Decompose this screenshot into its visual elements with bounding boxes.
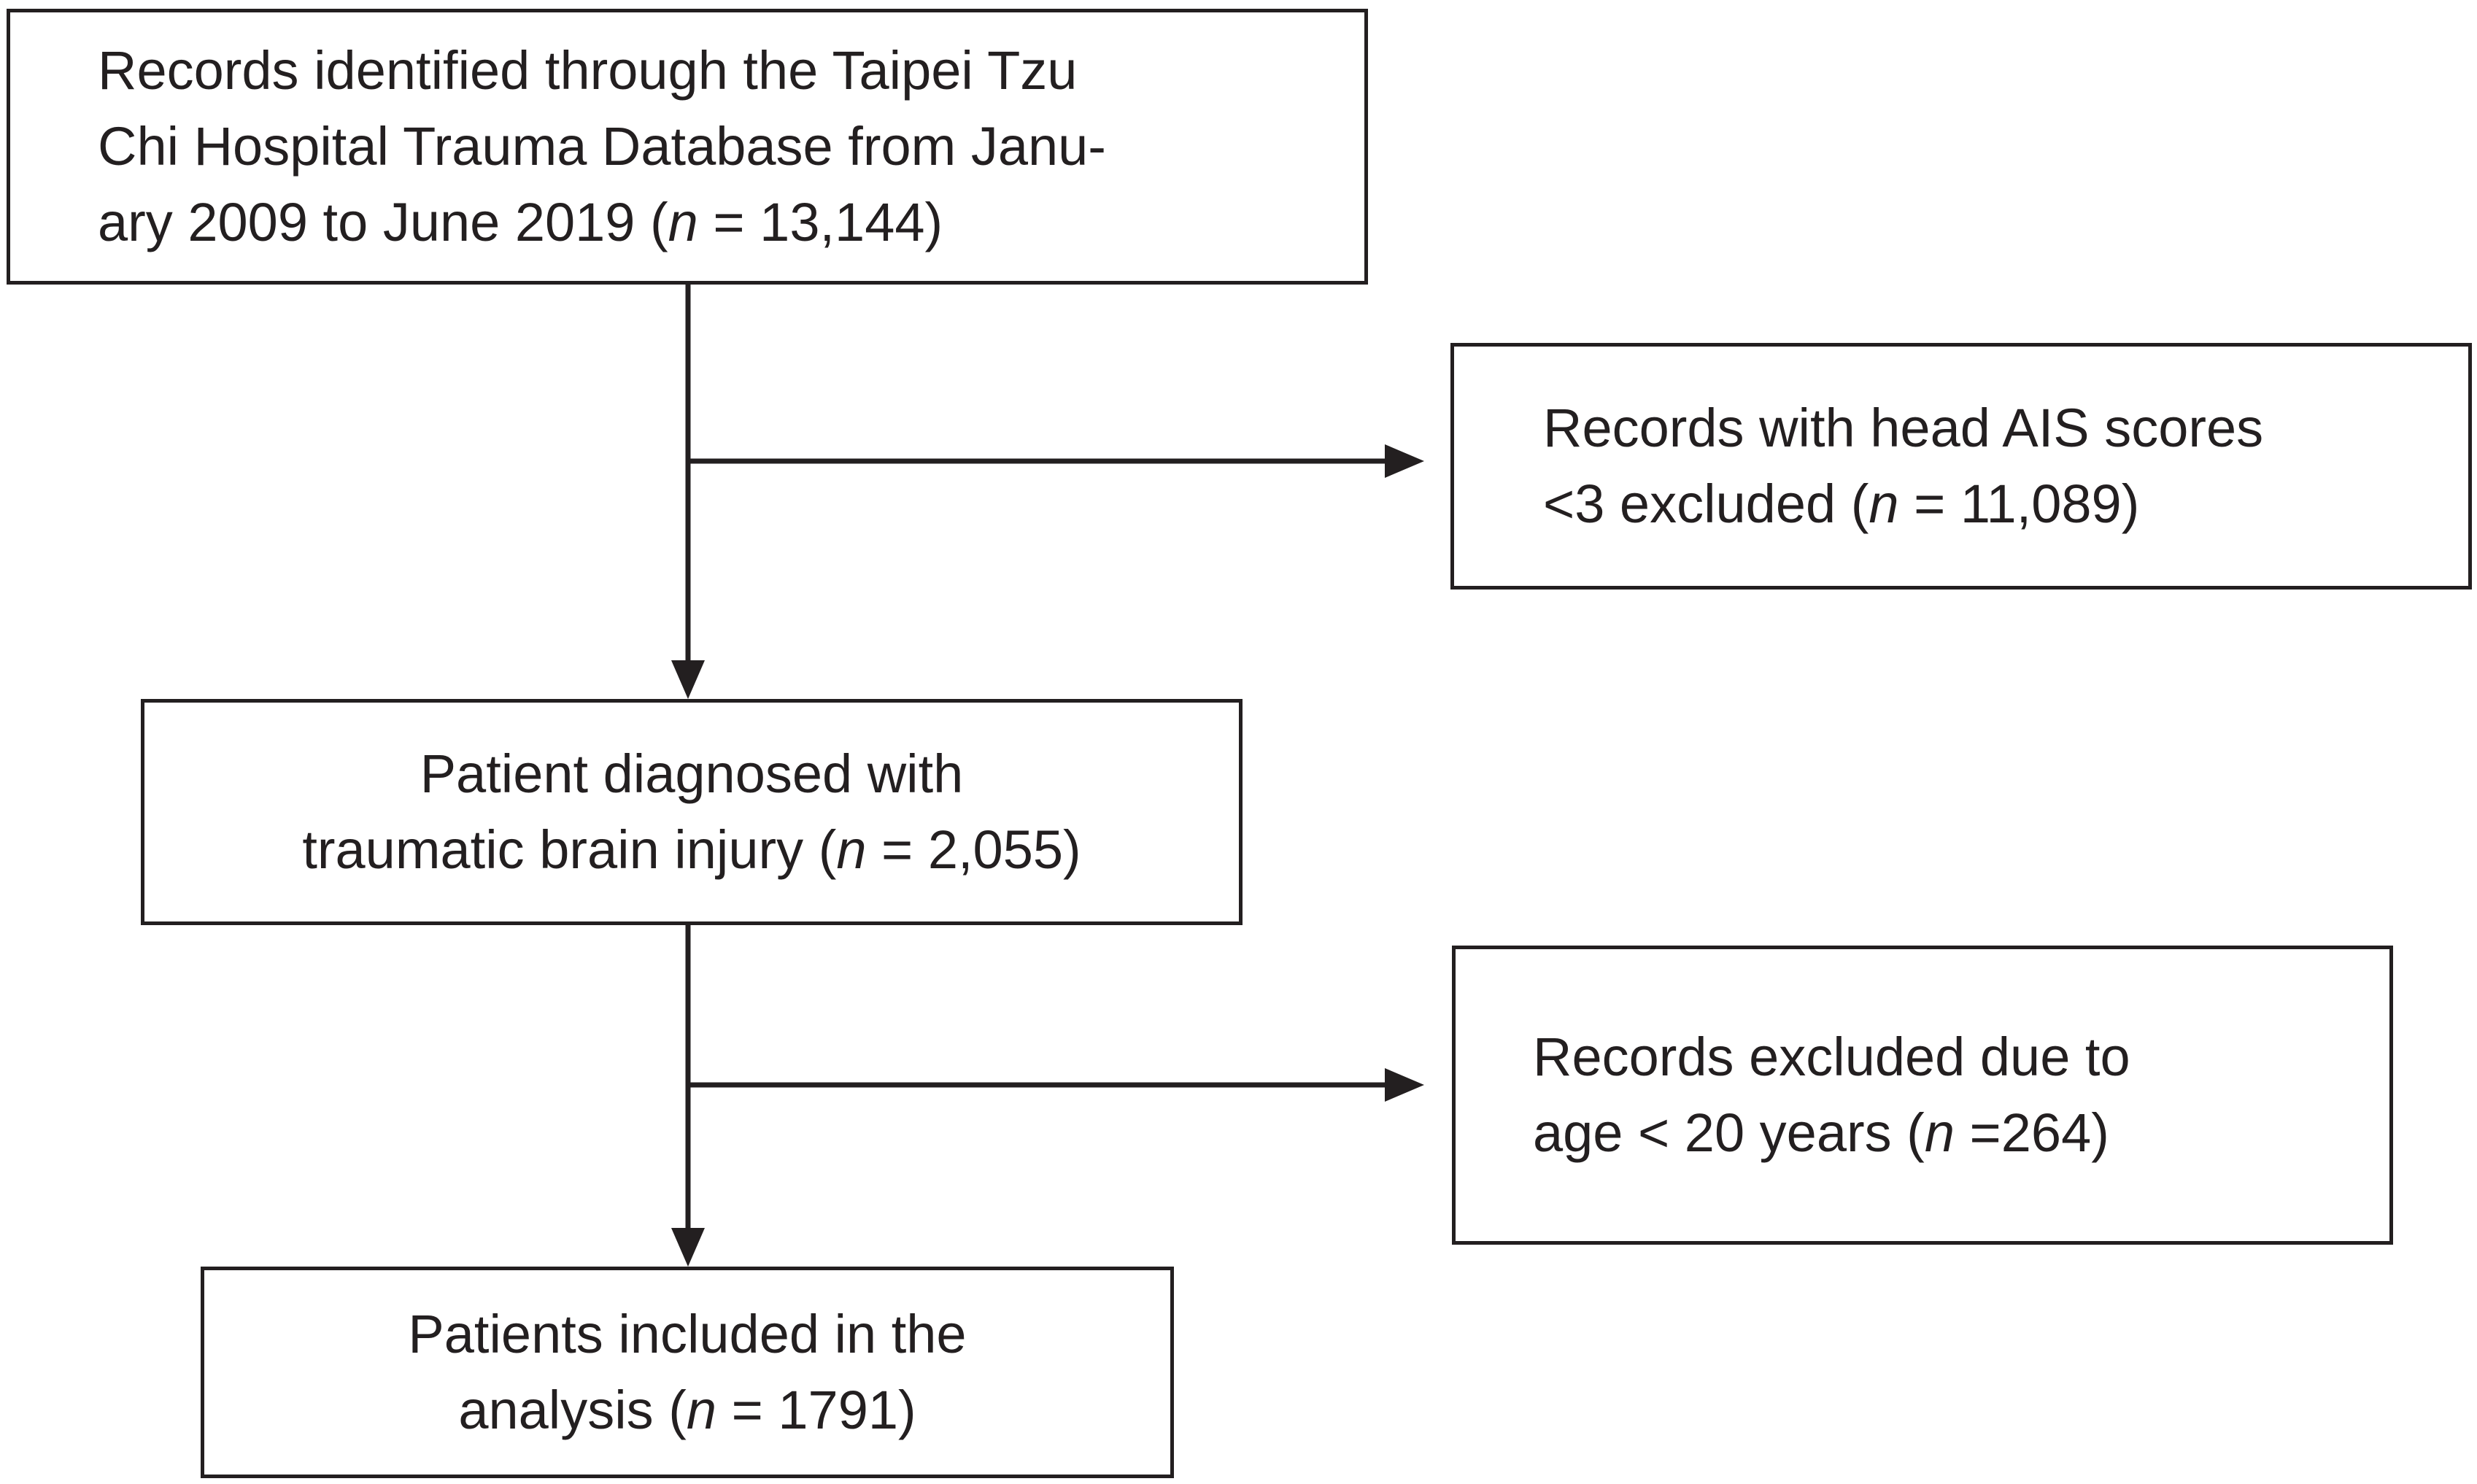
box-excluded-ais: Records with head AIS scores <3 excluded…	[1450, 343, 2472, 590]
box-included-line-1: Patients included in the	[408, 1304, 967, 1364]
box-excluded-age-count: =264)	[1954, 1102, 2109, 1163]
arrowhead-to-included	[671, 1228, 705, 1267]
box-excluded-age-line-2-text: age < 20 years (	[1533, 1102, 1925, 1163]
n-symbol: n	[668, 192, 698, 252]
box-tbi-line-1: Patient diagnosed with	[420, 743, 964, 804]
box-excluded-ais-line-1: Records with head AIS scores	[1543, 398, 2264, 458]
box-records-identified-count: = 13,144)	[697, 192, 943, 252]
box-records-identified-line-2: Chi Hospital Trauma Database from Janu-	[98, 116, 1106, 177]
box-records-identified-line-3-text: ary 2009 to June 2019 (	[98, 192, 668, 252]
box-excluded-age-line-2: age < 20 years (n =264)	[1533, 1095, 2109, 1171]
box-records-identified-line-3: ary 2009 to June 2019 (n = 13,144)	[98, 185, 943, 260]
box-tbi: Patient diagnosed with traumatic brain i…	[141, 699, 1243, 925]
box-included-line-2: analysis (n = 1791)	[458, 1372, 916, 1448]
arrowhead-to-excluded-age	[1385, 1068, 1424, 1102]
box-tbi-line-2: traumatic brain injury (n = 2,055)	[302, 812, 1081, 888]
n-symbol: n	[1924, 1102, 1955, 1163]
box-records-identified-line-1: Records identified through the Taipei Tz…	[98, 40, 1078, 101]
box-excluded-age: Records excluded due to age < 20 years (…	[1452, 946, 2393, 1245]
box-tbi-count: = 2,055)	[866, 819, 1081, 880]
box-records-identified: Records identified through the Taipei Tz…	[7, 9, 1368, 285]
box-excluded-ais-line-2-text: <3 excluded (	[1543, 474, 1869, 534]
box-tbi-line-2-text: traumatic brain injury (	[302, 819, 837, 880]
box-included-count: = 1791)	[716, 1380, 916, 1440]
n-symbol: n	[1869, 474, 1899, 534]
box-included-line-2-text: analysis (	[458, 1380, 687, 1440]
arrowhead-to-excluded-ais	[1385, 444, 1424, 478]
box-included: Patients included in the analysis (n = 1…	[201, 1267, 1174, 1478]
arrowhead-to-tbi	[671, 660, 705, 699]
box-excluded-ais-line-2: <3 excluded (n = 11,089)	[1543, 466, 2139, 542]
n-symbol: n	[686, 1380, 717, 1440]
box-excluded-age-line-1: Records excluded due to	[1533, 1027, 2130, 1087]
box-excluded-ais-count: = 11,089)	[1898, 474, 2140, 534]
n-symbol: n	[836, 819, 867, 880]
